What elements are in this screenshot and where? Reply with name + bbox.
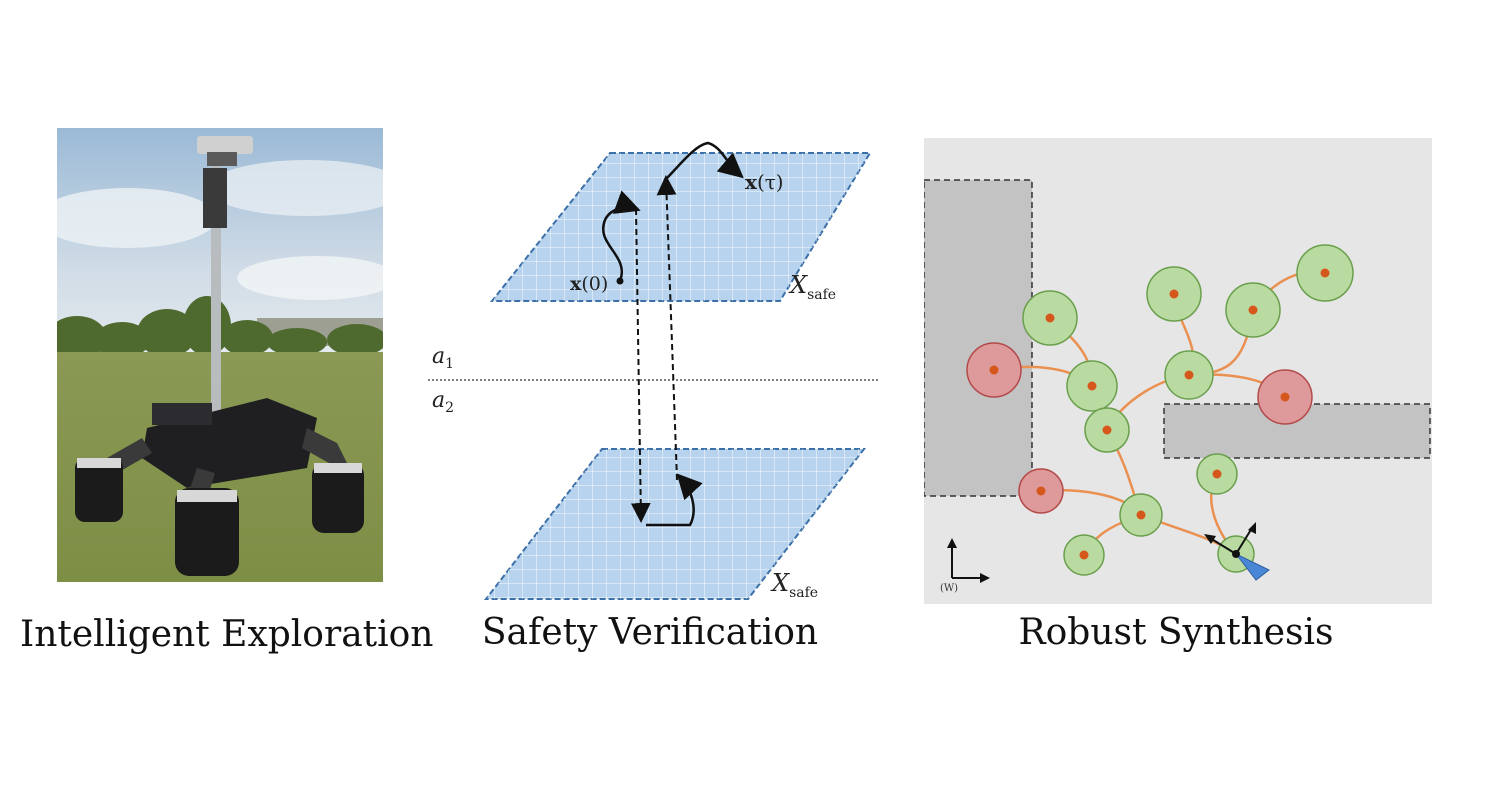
robot-photo: [37, 128, 407, 582]
caption-safety-verification: Safety Verification: [481, 612, 819, 653]
safe-set-label-top: Xsafe: [788, 271, 836, 303]
safe-set-label-bottom: Xsafe: [770, 569, 818, 601]
initial-state-label: x(0): [570, 273, 608, 295]
obstacle-left: [923, 179, 1033, 497]
action-a2-label: a2: [432, 388, 454, 416]
robust-synthesis-diagram: (W): [923, 138, 1432, 604]
safe-plane-top: [489, 152, 872, 302]
caption-robust-synthesis: Robust Synthesis: [1018, 612, 1334, 653]
world-frame-icon: [951, 544, 984, 579]
world-frame-label: (W): [940, 583, 958, 594]
safety-verification-diagram: x(0) x(τ) Xsafe Xsafe a1 a2: [410, 135, 890, 615]
robot-pose: [1204, 522, 1270, 581]
final-state-label: x(τ): [745, 170, 784, 194]
trajectory: [602, 141, 744, 527]
node-centers: [989, 268, 1330, 560]
action-a1-label: a1: [432, 344, 454, 372]
caption-intelligent-exploration: Intelligent Exploration: [20, 614, 434, 655]
